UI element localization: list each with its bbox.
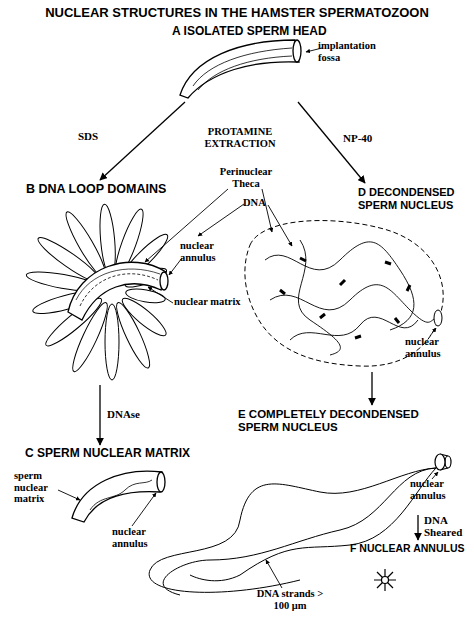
nuclear-matrix-illustration — [72, 471, 165, 522]
part-label: nuclear matrix — [174, 296, 248, 308]
panel-node: A ISOLATED SPERM HEAD — [160, 22, 345, 102]
leader-line — [148, 287, 173, 303]
part-label: implantation fossa — [318, 40, 398, 63]
panel-heading: F NUCLEAR ANNULUS — [350, 542, 472, 554]
part-label: sperm nuclear matrix — [14, 470, 62, 505]
part-label: DNA strands > 100 μm — [250, 588, 330, 611]
panel-heading: A ISOLATED SPERM HEAD — [172, 25, 345, 39]
nucleus-illustration — [68, 262, 168, 320]
panel-heading: C SPERM NUCLEAR MATRIX — [25, 447, 230, 461]
annulus-star-illustration — [374, 569, 396, 591]
reagent-label: DNAse — [107, 408, 157, 420]
leader-line — [262, 189, 272, 232]
reagent-label: NP-40 — [343, 132, 393, 144]
dna-loop — [25, 204, 172, 380]
part-label: DNA — [243, 197, 279, 209]
decondensed-nucleus-illustration — [270, 285, 436, 323]
panel-heading: B DNA LOOP DOMAINS — [26, 182, 215, 196]
part-label: nuclear annulus — [410, 478, 462, 501]
sperm-head-illustration — [198, 56, 292, 90]
annulus-illustration — [445, 456, 451, 468]
diagram-title: NUCLEAR STRUCTURES IN THE HAMSTER SPERMA… — [0, 5, 474, 20]
decondensed-nucleus-illustration — [265, 242, 414, 330]
leader-line — [266, 560, 282, 588]
process-arrow — [371, 372, 372, 405]
nucleus-illustration — [68, 262, 166, 320]
annulus-illustration — [435, 454, 445, 470]
leader-line — [58, 48, 438, 588]
part-label: nuclear annulus — [405, 336, 460, 359]
nucleus-illustration — [160, 272, 168, 290]
sperm-head-illustration — [293, 40, 301, 62]
reagent-label: SDS — [78, 130, 118, 142]
nucleus-illustration — [76, 269, 160, 300]
leader-line — [430, 328, 436, 336]
panel-heading: D DECONDENSED SPERM NUCLEUS — [358, 186, 472, 211]
leader-line — [198, 204, 244, 236]
leader-line — [58, 490, 80, 500]
decondensed-nucleus-illustration — [298, 240, 340, 355]
dna-strand — [163, 468, 436, 595]
process-arrow — [100, 102, 185, 180]
annulus-star-illustration — [374, 569, 396, 591]
leader-line — [132, 493, 156, 526]
part-label: nuclear annulus — [112, 526, 167, 549]
dna-strand — [190, 468, 436, 581]
decondensed-nucleus-illustration — [280, 258, 410, 338]
process-arrow — [417, 515, 418, 540]
dna-loop — [105, 304, 119, 380]
annulus-illustration — [435, 454, 451, 470]
annulus-star-illustration — [382, 577, 389, 584]
connector-layer — [100, 102, 418, 540]
panel-node: F NUCLEAR ANNULUS — [346, 540, 472, 600]
leader-line — [432, 472, 438, 479]
part-label: nuclear annulus — [180, 240, 230, 263]
nuclear-matrix-illustration — [72, 471, 162, 522]
process-arrow — [99, 385, 100, 445]
dna-strand — [149, 468, 436, 595]
decondensed-nucleus-illustration — [434, 310, 442, 326]
reagent-label: DNA Sheared — [424, 514, 470, 538]
nuclear-matrix-illustration — [90, 480, 152, 510]
sperm-head-illustration — [180, 40, 299, 98]
part-label: Perinuclear Theca — [210, 166, 282, 189]
leader-line — [145, 189, 228, 262]
nucleus-illustration — [80, 274, 158, 306]
dna-strand — [149, 468, 436, 592]
part-label: PROTAMINE EXTRACTION — [195, 126, 285, 149]
panel-heading: E COMPLETELY DECONDENSED SPERM NUCLEUS — [238, 408, 455, 434]
nuclear-matrix-illustration — [157, 472, 165, 492]
panel-node: B DNA LOOP DOMAINS — [20, 180, 215, 385]
sperm-head-illustration — [180, 40, 301, 98]
leader-line — [268, 205, 292, 246]
